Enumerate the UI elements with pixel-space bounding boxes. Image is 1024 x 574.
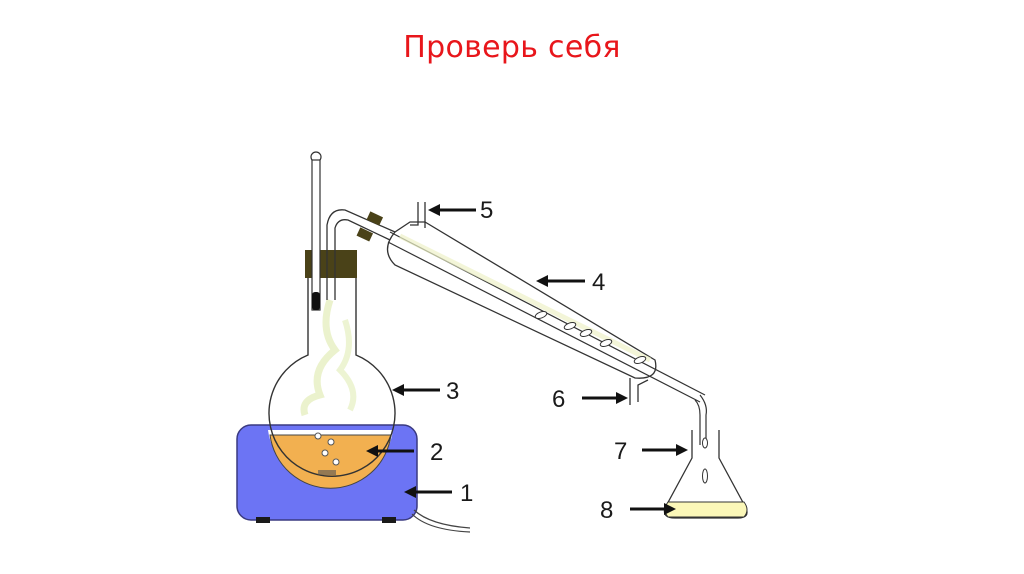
receiver-flask [663,430,748,519]
label-arrows [366,204,688,515]
slide-title: Проверь себя [403,30,621,65]
thermometer [310,151,322,311]
round-bottom-flask [268,250,396,489]
label-2: 2 [430,439,443,466]
label-4: 4 [592,269,605,296]
condenser [386,202,707,445]
label-6: 6 [552,386,565,413]
label-3: 3 [446,378,459,405]
label-1: 1 [460,480,473,507]
vapor-adapter-tube [326,209,396,300]
label-8: 8 [600,497,613,524]
label-7: 7 [614,438,627,465]
label-5: 5 [480,197,493,224]
